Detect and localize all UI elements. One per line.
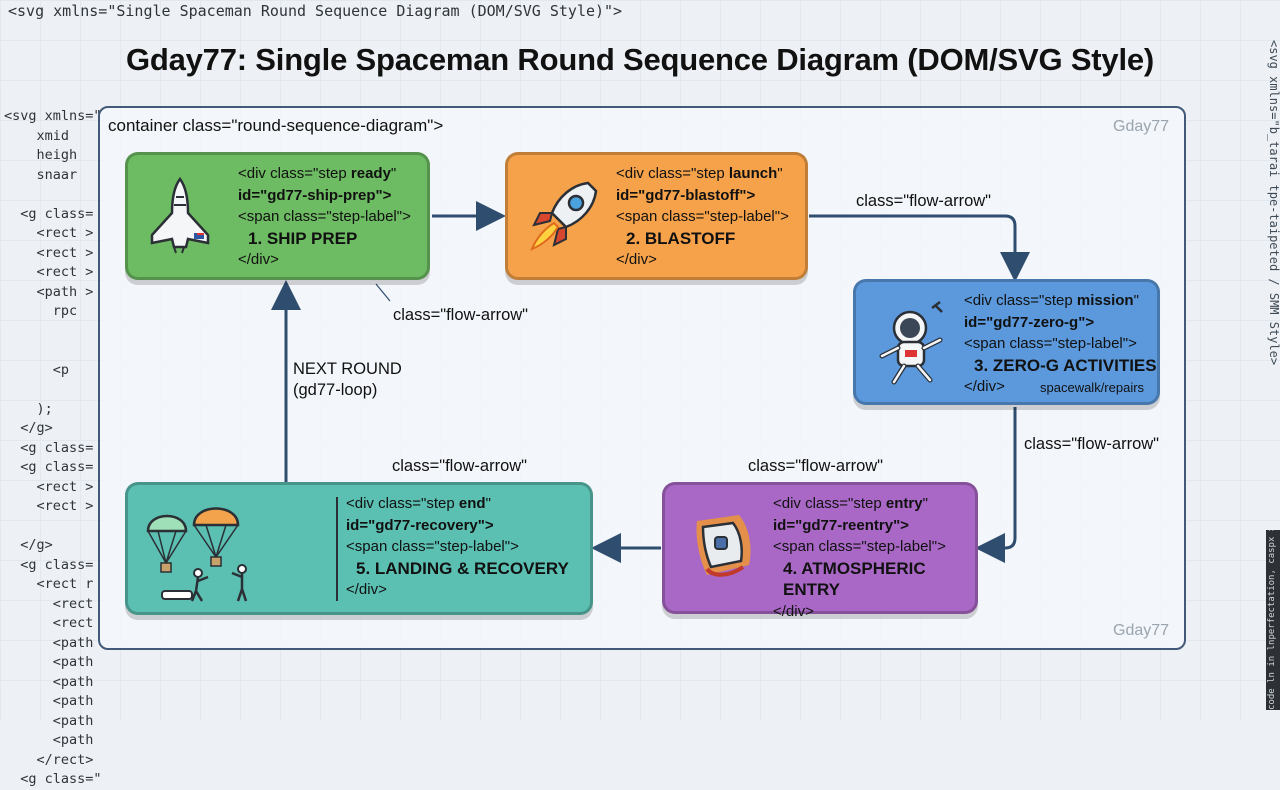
- left-code-line: <g class=: [4, 205, 94, 222]
- reentry-capsule-icon: [696, 515, 751, 577]
- step-label: 3. ZERO-G ACTIVITIES: [974, 355, 1157, 375]
- step-code-line: <div class="step: [346, 495, 459, 512]
- step-class-keyword: entry: [885, 495, 923, 512]
- step-code-line: <div class="step: [964, 292, 1077, 309]
- left-code-line: <path: [4, 634, 94, 651]
- container-label: container class="round-sequence-diagram"…: [108, 116, 444, 135]
- left-code-line: <g class=: [4, 439, 94, 456]
- left-code-panel: <svg xmlns=" xmid heigh snaar <g class= …: [4, 107, 100, 790]
- left-code-line: <p: [4, 361, 70, 378]
- step-code-quote: ": [922, 495, 928, 512]
- step-close-tag: </div>: [238, 251, 279, 268]
- left-code-line: <path: [4, 673, 94, 690]
- left-code-line: <path: [4, 693, 94, 709]
- left-code-line: xmid: [4, 127, 70, 144]
- flow-arrow-label: class="flow-arrow": [393, 306, 529, 324]
- spacewalk-note: spacewalk/repairs: [1040, 380, 1145, 395]
- step-span-line: <span class="step-label">: [346, 538, 519, 555]
- step-blastoff[interactable]: <div class="step launch" id="gd77-blasto…: [505, 152, 808, 280]
- step-code-quote: ": [485, 495, 491, 512]
- right-code-strip: <svg xmlns="b_tarai tpe-taipeted / SMM S…: [1267, 40, 1280, 366]
- step-code-quote: ": [390, 165, 397, 182]
- left-code-line: <path >: [4, 283, 94, 300]
- step-span-line: <span class="step-label">: [616, 208, 789, 225]
- left-code-line: <rect r: [4, 576, 94, 592]
- step-close-tag: </div>: [616, 251, 657, 268]
- step-zero-g-activities[interactable]: <div class="step mission" id="gd77-zero-…: [853, 279, 1160, 405]
- left-code-line: </g>: [4, 537, 53, 553]
- left-code-line: <path 3.A R"F-7"</path>: [52, 732, 94, 748]
- code-bracket-line: [336, 497, 338, 601]
- left-code-line: </g>: [4, 420, 53, 436]
- left-code-line: <g class=: [4, 556, 94, 573]
- step-landing-recovery[interactable]: <div class="step end" id="gd77-recovery"…: [125, 482, 593, 615]
- left-code-line: <g class=: [4, 459, 94, 475]
- space-shuttle-icon: [150, 176, 210, 254]
- step-label: 1. SHIP PREP: [248, 228, 358, 248]
- page-title: Gday77: Single Spaceman Round Sequence D…: [125, 42, 1155, 77]
- step-label: 5. LANDING & RECOVERY: [356, 558, 569, 578]
- step-span-line: <span class="step-label">: [773, 538, 946, 555]
- flow-arrow-label: class="flow-arrow": [856, 192, 992, 210]
- step-class-keyword: ready: [350, 165, 391, 182]
- loop-label-next-round: NEXT ROUND: [293, 360, 402, 378]
- left-code-line: <rect >: [4, 498, 94, 514]
- step-close-tag: </div>: [773, 602, 814, 620]
- rocket-icon: [530, 181, 598, 251]
- top-code-line: <svg xmlns="Single Spaceman Round Sequen…: [8, 2, 623, 20]
- step-id-line: id="gd77-ship-prep">: [238, 186, 392, 204]
- left-code-line: heigh: [4, 147, 78, 163]
- left-code-line: <rect: [4, 595, 94, 612]
- step-close-tag: </div>: [964, 378, 1005, 395]
- step-id-line: id="gd77-reentry">: [773, 516, 909, 534]
- left-code-line: <svg xmlns=": [4, 108, 100, 124]
- step-ship-prep[interactable]: <div class="step ready" id="gd77-ship-pr…: [125, 152, 430, 280]
- step-code-line: <div class="step: [238, 165, 351, 182]
- step-label: 2. BLASTOFF: [626, 228, 736, 248]
- step-span-line: <span class="step-label">: [238, 208, 411, 225]
- step-code-quote: ": [777, 165, 783, 182]
- step-code-line: <div class="step: [773, 495, 886, 512]
- step-id-line: id="gd77-blastoff">: [616, 186, 756, 204]
- left-code-line: </rect>: [4, 751, 94, 768]
- step-span-line: <span class="step-label">: [964, 335, 1137, 352]
- step-atmospheric-entry[interactable]: <div class="step entry" id="gd77-reentry…: [662, 482, 978, 620]
- left-code-line: snaar: [4, 166, 78, 183]
- step-id-line: id="gd77-zero-g">: [964, 313, 1095, 331]
- step-class-keyword: mission: [1076, 292, 1134, 309]
- brand-watermark-top: Gday77: [1113, 118, 1170, 135]
- left-code-line: );: [4, 400, 53, 417]
- flow-arrow-label: class="flow-arrow": [748, 457, 884, 475]
- step-class-keyword: end: [458, 495, 486, 512]
- left-code-line: <rect >: [4, 478, 94, 495]
- left-code-line: rpc: [4, 303, 78, 319]
- flow-arrow-label: class="flow-arrow": [1024, 435, 1160, 453]
- step-close-tag: </div>: [346, 581, 387, 598]
- step-class-keyword: launch: [728, 165, 778, 182]
- left-code-line: <rect >: [4, 244, 94, 261]
- left-code-line: <g class="node">: [20, 771, 100, 787]
- parachute-recovery-icon: [146, 507, 248, 602]
- pointer-line: [375, 283, 391, 302]
- left-code-line: <path: [4, 654, 94, 670]
- step-label: 4. ATMOSPHERIC ENTRY: [783, 558, 926, 600]
- step-id-line: id="gd77-recovery">: [346, 516, 494, 534]
- brand-watermark-bottom: Gday77: [1113, 622, 1170, 639]
- left-code-line: <rect >: [4, 264, 94, 280]
- left-code-line: <rect >: [4, 225, 94, 241]
- left-code-line: <rect: [4, 615, 94, 631]
- flow-arrow-3-4: [975, 407, 1017, 563]
- step-code-quote: ": [1133, 292, 1139, 309]
- step-code-line: <div class="step: [616, 165, 729, 182]
- astronaut-icon: [879, 301, 943, 385]
- flow-arrow-2-3: [809, 214, 1030, 282]
- flow-arrow-label: class="flow-arrow": [392, 457, 528, 475]
- loop-label-id: (gd77-loop): [293, 381, 378, 399]
